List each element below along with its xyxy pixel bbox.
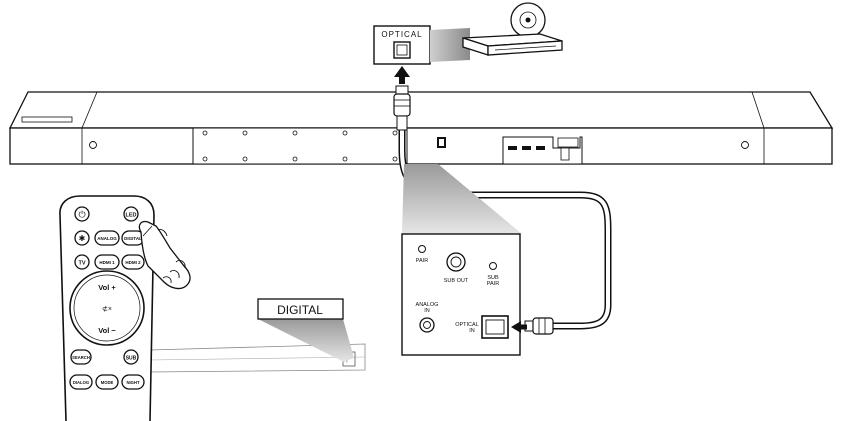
arrow-left-icon: [511, 321, 527, 333]
bluetooth-icon: ✱: [79, 234, 86, 243]
led-button[interactable]: LED: [123, 206, 139, 222]
dialog-button[interactable]: DIALOG: [69, 374, 93, 390]
mute-icon[interactable]: ⊄×: [102, 305, 112, 313]
optical-in-label-line2: IN: [469, 328, 475, 334]
source-device-icon: [462, 2, 563, 56]
power-icon: ⏻: [78, 210, 85, 220]
sub-out-label: SUB OUT: [444, 278, 469, 284]
tv-label: TV: [78, 261, 85, 267]
analog-button[interactable]: ANALOG: [94, 230, 120, 246]
hdmi1-label: HDMI 1: [99, 260, 115, 265]
soundbar: [8, 91, 834, 165]
night-button[interactable]: NIGHT: [121, 374, 145, 390]
analog-in-label-line1: ANALOG: [416, 302, 439, 308]
night-label: NIGHT: [126, 380, 139, 385]
hdmi2-button[interactable]: HDMI 2: [121, 254, 145, 270]
bluetooth-button[interactable]: ✱: [74, 230, 90, 246]
power-button[interactable]: ⏻: [74, 206, 90, 222]
pair-label: PAIR: [416, 258, 428, 264]
analog-label: ANALOG: [97, 236, 117, 241]
mode-label: MODE: [101, 380, 114, 385]
arrow-up-icon: [394, 66, 410, 84]
optical-port-label: OPTICAL: [381, 30, 422, 39]
mode-button[interactable]: MODE: [95, 374, 119, 390]
rear-panel-beam: [402, 164, 522, 234]
hand-pointer-icon: [138, 220, 191, 290]
display-readout: DIGITAL: [257, 298, 344, 320]
vol-up-label[interactable]: Vol +: [98, 283, 116, 292]
optical-port-callout: OPTICAL: [373, 25, 431, 65]
hdmi1-button[interactable]: HDMI 1: [94, 254, 120, 270]
sub-button[interactable]: SUB: [123, 349, 139, 365]
led-label: LED: [126, 213, 137, 219]
hdmi2-label: HDMI 2: [125, 260, 141, 265]
tv-button[interactable]: TV: [74, 254, 90, 270]
optical-in-label-line1: OPTICAL: [455, 322, 479, 328]
sub-label: SUB: [126, 356, 137, 362]
rear-panel-callout: PAIR SUB OUT SUB PAIR ANALOG IN OPTICAL …: [401, 233, 527, 356]
digital-label: DIGITAL: [124, 236, 142, 241]
remote-control: ⏻ LED ✱ ANALOG DIGITAL TV HDMI 1: [59, 195, 155, 421]
search-label: SEARCH: [72, 355, 90, 360]
sub-pair-label-line1: SUB: [487, 275, 499, 281]
sub-pair-label-line2: PAIR: [487, 281, 499, 287]
display-label: DIGITAL: [277, 303, 323, 317]
volume-ring[interactable]: Vol + ⊄× Vol −: [69, 270, 145, 346]
vol-down-label[interactable]: Vol −: [98, 326, 116, 335]
search-button[interactable]: SEARCH: [70, 349, 92, 365]
display-beam: [258, 319, 354, 362]
callout-beam: [430, 28, 470, 62]
dialog-label: DIALOG: [73, 380, 89, 385]
analog-in-label-line2: IN: [424, 308, 430, 314]
